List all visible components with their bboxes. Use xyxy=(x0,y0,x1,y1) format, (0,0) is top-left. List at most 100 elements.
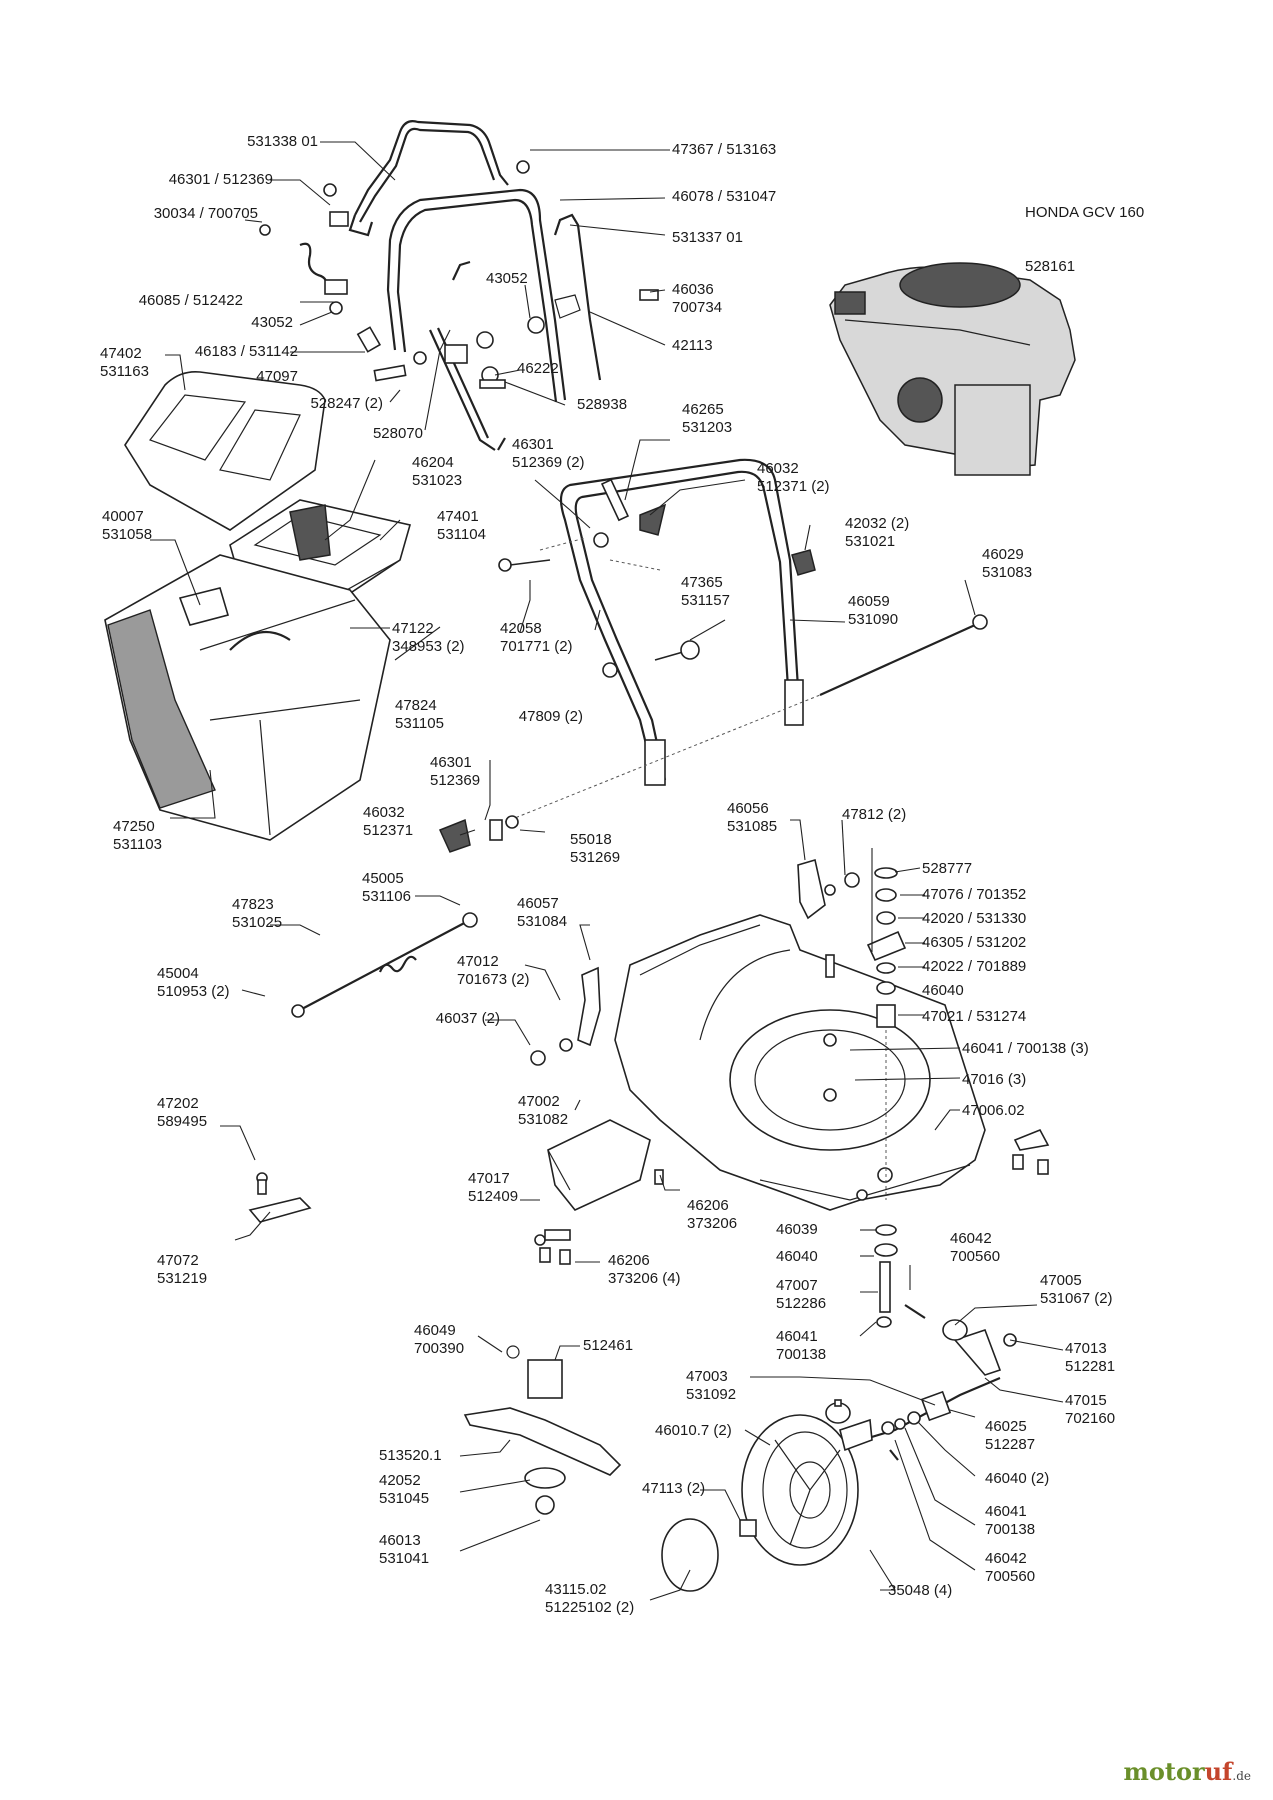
part-label: 40007 531058 xyxy=(102,508,153,543)
axle-rod xyxy=(819,614,988,697)
part-label: 528070 xyxy=(372,425,423,442)
part-label: 46222 xyxy=(517,360,559,377)
part-label: 46183 / 531142 xyxy=(194,343,298,360)
part-label: 47013 512281 xyxy=(1065,1340,1116,1375)
part-label: 46042 700560 xyxy=(950,1230,1001,1265)
part-label: 46305 / 531202 xyxy=(922,934,1027,951)
part-label: 46085 / 512422 xyxy=(138,292,243,309)
part-label: 47012 701673 (2) xyxy=(457,953,530,988)
part-label: 42113 xyxy=(672,337,713,354)
leader-lines xyxy=(150,141,1064,1601)
part-label: 47122 348953 (2) xyxy=(392,620,465,655)
part-label: 46204 531023 xyxy=(412,454,463,489)
part-label: 47097 xyxy=(256,368,298,385)
loose-parts-left xyxy=(248,1172,312,1223)
part-label: 42020 / 531330 xyxy=(922,910,1027,927)
part-label: 46206 373206 xyxy=(687,1197,738,1232)
part-label: 55018 531269 xyxy=(570,831,621,866)
engine-name: HONDA GCV 160 xyxy=(1025,204,1145,221)
part-label: 46041 700138 xyxy=(776,1328,827,1363)
hub-cap xyxy=(661,1518,719,1592)
part-label: 47809 (2) xyxy=(518,708,583,725)
blade-shaft-stack xyxy=(874,1224,926,1328)
part-label: 47365 531157 xyxy=(681,574,730,609)
part-label: 47015 702160 xyxy=(1065,1392,1116,1427)
part-label: 35048 (4) xyxy=(888,1582,953,1599)
part-label: 42058 701771 (2) xyxy=(500,620,573,655)
grass-catcher xyxy=(104,554,391,841)
part-label: 46078 / 531047 xyxy=(672,188,777,205)
upper-handle-bar xyxy=(348,120,509,237)
wheel-axle xyxy=(825,1319,1017,1461)
part-label: 46040 (2) xyxy=(985,1470,1050,1487)
part-label: 46036 700734 xyxy=(672,281,723,316)
part-label: 46042 700560 xyxy=(985,1550,1036,1585)
part-label: 47824 531105 xyxy=(395,697,444,732)
part-label: 528938 xyxy=(577,396,628,413)
deck-fasteners xyxy=(534,1128,1050,1265)
engine-label: HONDA GCV 160 528161 xyxy=(1025,168,1144,294)
part-label: 47401 531104 xyxy=(437,508,486,543)
part-label: 42022 / 701889 xyxy=(922,958,1027,975)
flap-bracket xyxy=(530,966,601,1066)
part-label: 46301 512369 xyxy=(430,754,481,789)
part-label: 46041 / 700138 (3) xyxy=(962,1040,1089,1057)
part-label: 528777 xyxy=(922,860,973,877)
part-label: 42032 (2) 531021 xyxy=(845,515,910,550)
part-label: 43052 xyxy=(486,270,528,287)
spring-assembly xyxy=(259,211,382,353)
part-label: 43052 xyxy=(251,314,293,331)
part-label: 512461 xyxy=(583,1337,634,1354)
part-label: 47016 (3) xyxy=(962,1071,1027,1088)
part-label: 46056 531085 xyxy=(727,800,778,835)
part-label: 47812 (2) xyxy=(842,806,907,823)
part-label: 42052 531045 xyxy=(379,1472,430,1507)
part-label: 47113 (2) xyxy=(642,1480,706,1497)
watermark-logo: motoruf.de xyxy=(1123,1757,1251,1786)
engine xyxy=(829,262,1076,476)
part-label: 46301 / 512369 xyxy=(168,171,273,188)
part-label: 47003 531092 xyxy=(686,1368,737,1403)
part-label: 47017 512409 xyxy=(468,1170,519,1205)
part-label: 46037 (2) xyxy=(435,1010,500,1027)
part-label: 46032 512371 (2) xyxy=(757,460,830,495)
part-label: 47006.02 xyxy=(962,1102,1025,1119)
part-label: 46040 xyxy=(922,982,964,999)
small-hardware xyxy=(323,160,816,853)
part-label: 513520.1 xyxy=(379,1447,442,1464)
part-label: 46301 512369 (2) xyxy=(512,436,585,471)
part-label: 46265 531203 xyxy=(682,401,733,436)
part-label: 531337 01 xyxy=(672,229,743,246)
part-label: 47202 589495 xyxy=(157,1095,208,1130)
part-label: 45005 531106 xyxy=(362,870,411,905)
part-label: 46041 700138 xyxy=(985,1503,1036,1538)
part-label: 46040 xyxy=(776,1248,818,1265)
part-label: 30034 / 700705 xyxy=(153,205,258,222)
part-label: 46206 373206 (4) xyxy=(608,1252,681,1287)
part-label: 47076 / 701352 xyxy=(922,886,1027,903)
part-label: 46025 512287 xyxy=(985,1418,1036,1453)
part-label: 47823 531025 xyxy=(232,896,283,931)
part-label: 46032 512371 xyxy=(363,804,414,839)
part-label: 46049 700390 xyxy=(414,1322,465,1357)
part-label: 45004 510953 (2) xyxy=(157,965,230,1000)
part-label: 43115.02 51225102 (2) xyxy=(545,1581,635,1616)
hardware-stack xyxy=(825,848,907,1200)
lower-handle xyxy=(559,458,804,786)
watermark-accent: uf xyxy=(1204,1757,1233,1786)
part-label: 47250 531103 xyxy=(113,818,162,853)
part-label: 46039 xyxy=(776,1221,818,1238)
watermark-tld: .de xyxy=(1232,1769,1251,1783)
blade xyxy=(463,1345,622,1515)
part-label: 46010.7 (2) xyxy=(655,1422,732,1439)
part-label: 46013 531041 xyxy=(379,1532,430,1567)
part-label: 47021 / 531274 xyxy=(922,1008,1027,1025)
rear-plate xyxy=(547,1119,651,1211)
watermark-main: motor xyxy=(1123,1757,1205,1786)
wheel xyxy=(739,1414,859,1566)
part-label: 531338 01 xyxy=(247,133,318,150)
part-label: 46029 531083 xyxy=(982,546,1033,581)
catcher-lid xyxy=(124,370,326,531)
part-label: 46059 531090 xyxy=(848,593,899,628)
